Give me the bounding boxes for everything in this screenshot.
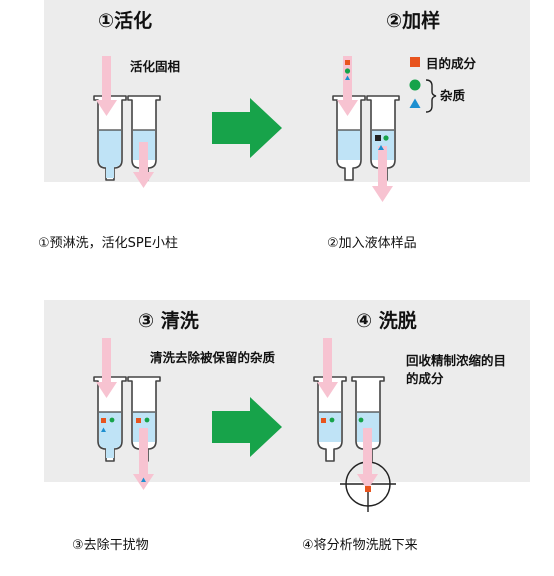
step1-title: ①活化: [98, 10, 153, 32]
step4-note-line2: 的成分: [406, 371, 444, 386]
step4-markers-b: [358, 417, 364, 423]
step4-flow-arrow-in: [317, 338, 338, 398]
legend: [409, 57, 437, 113]
step4-caption: ④将分析物洗脱下来: [302, 538, 418, 553]
step2-cartridge-a: [332, 95, 366, 181]
step4-markers-a: [321, 417, 335, 423]
green-right-arrow-bottom: [212, 397, 282, 457]
step1-caption: ①预淋洗，活化SPE小柱: [38, 236, 178, 251]
step3-flow-arrow-out: [133, 428, 154, 490]
impurity-triangle-icon: [409, 98, 421, 108]
step3-title: ③ 清洗: [138, 310, 199, 332]
step3-note: 清洗去除被保留的杂质: [150, 350, 276, 365]
step4-flow-arrow-out: [357, 428, 378, 492]
legend-impurities-label: 杂质: [440, 88, 466, 103]
step3-markers-b: [136, 417, 150, 423]
green-right-arrow-top: [212, 98, 282, 158]
step4-note-line1: 回收精制浓缩的目: [406, 353, 507, 368]
step1-note: 活化固相: [130, 59, 181, 74]
top-panel: [44, 0, 530, 182]
step2-flow-arrow-out: [372, 146, 393, 202]
impurity-circle-icon: [409, 79, 421, 91]
step2-title: ②加样: [386, 10, 441, 32]
step2-sample-markers: [344, 60, 351, 80]
step4-title: ④ 洗脱: [356, 310, 417, 332]
step3-caption: ③去除干扰物: [72, 538, 149, 553]
step3-flow-arrow-in: [96, 338, 117, 398]
step1-flow-arrow-in: [96, 56, 117, 116]
step3-markers-a: [101, 417, 115, 432]
legend-target-label: 目的成分: [426, 56, 477, 71]
step1-flow-arrow-out: [133, 142, 154, 188]
step2-retained-markers: [375, 135, 389, 150]
step1-cartridge-a: [93, 95, 127, 181]
brace-icon: [425, 79, 437, 113]
step2-caption: ②加入液体样品: [327, 236, 417, 251]
target-marker-icon: [410, 57, 420, 67]
bottom-panel: [44, 300, 530, 482]
